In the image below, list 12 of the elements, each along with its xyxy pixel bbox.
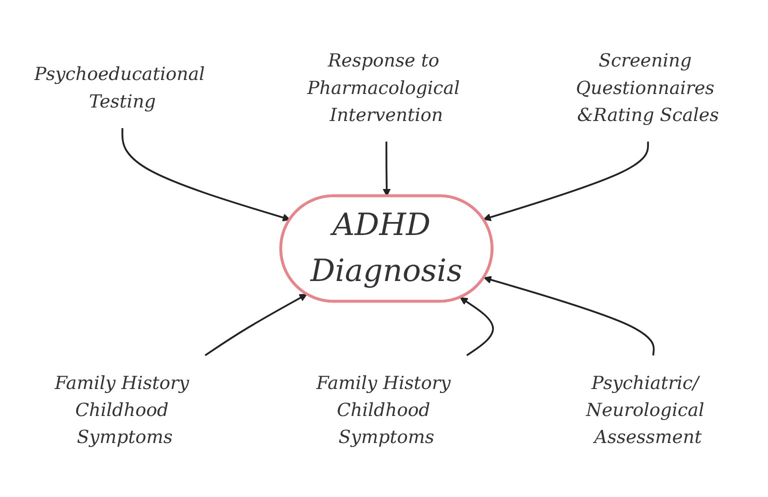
node-text: Screening Questionnaires &Rating Scales: [576, 50, 719, 126]
arrow: [382, 142, 391, 197]
node-text: Psychoeducational Testing: [34, 63, 205, 112]
node-text: Psychiatric/ Neurological Assessment: [586, 372, 704, 448]
arrow: [204, 294, 308, 356]
arrow: [484, 276, 655, 356]
node-text: Response to Pharmacological Intervention: [307, 50, 460, 126]
arrow: [460, 297, 494, 356]
node-text: Family History Childhood Symptoms: [316, 372, 451, 448]
arrow: [483, 142, 649, 222]
node-text: Family History Childhood Symptoms: [54, 372, 190, 448]
arrow: [121, 128, 290, 222]
